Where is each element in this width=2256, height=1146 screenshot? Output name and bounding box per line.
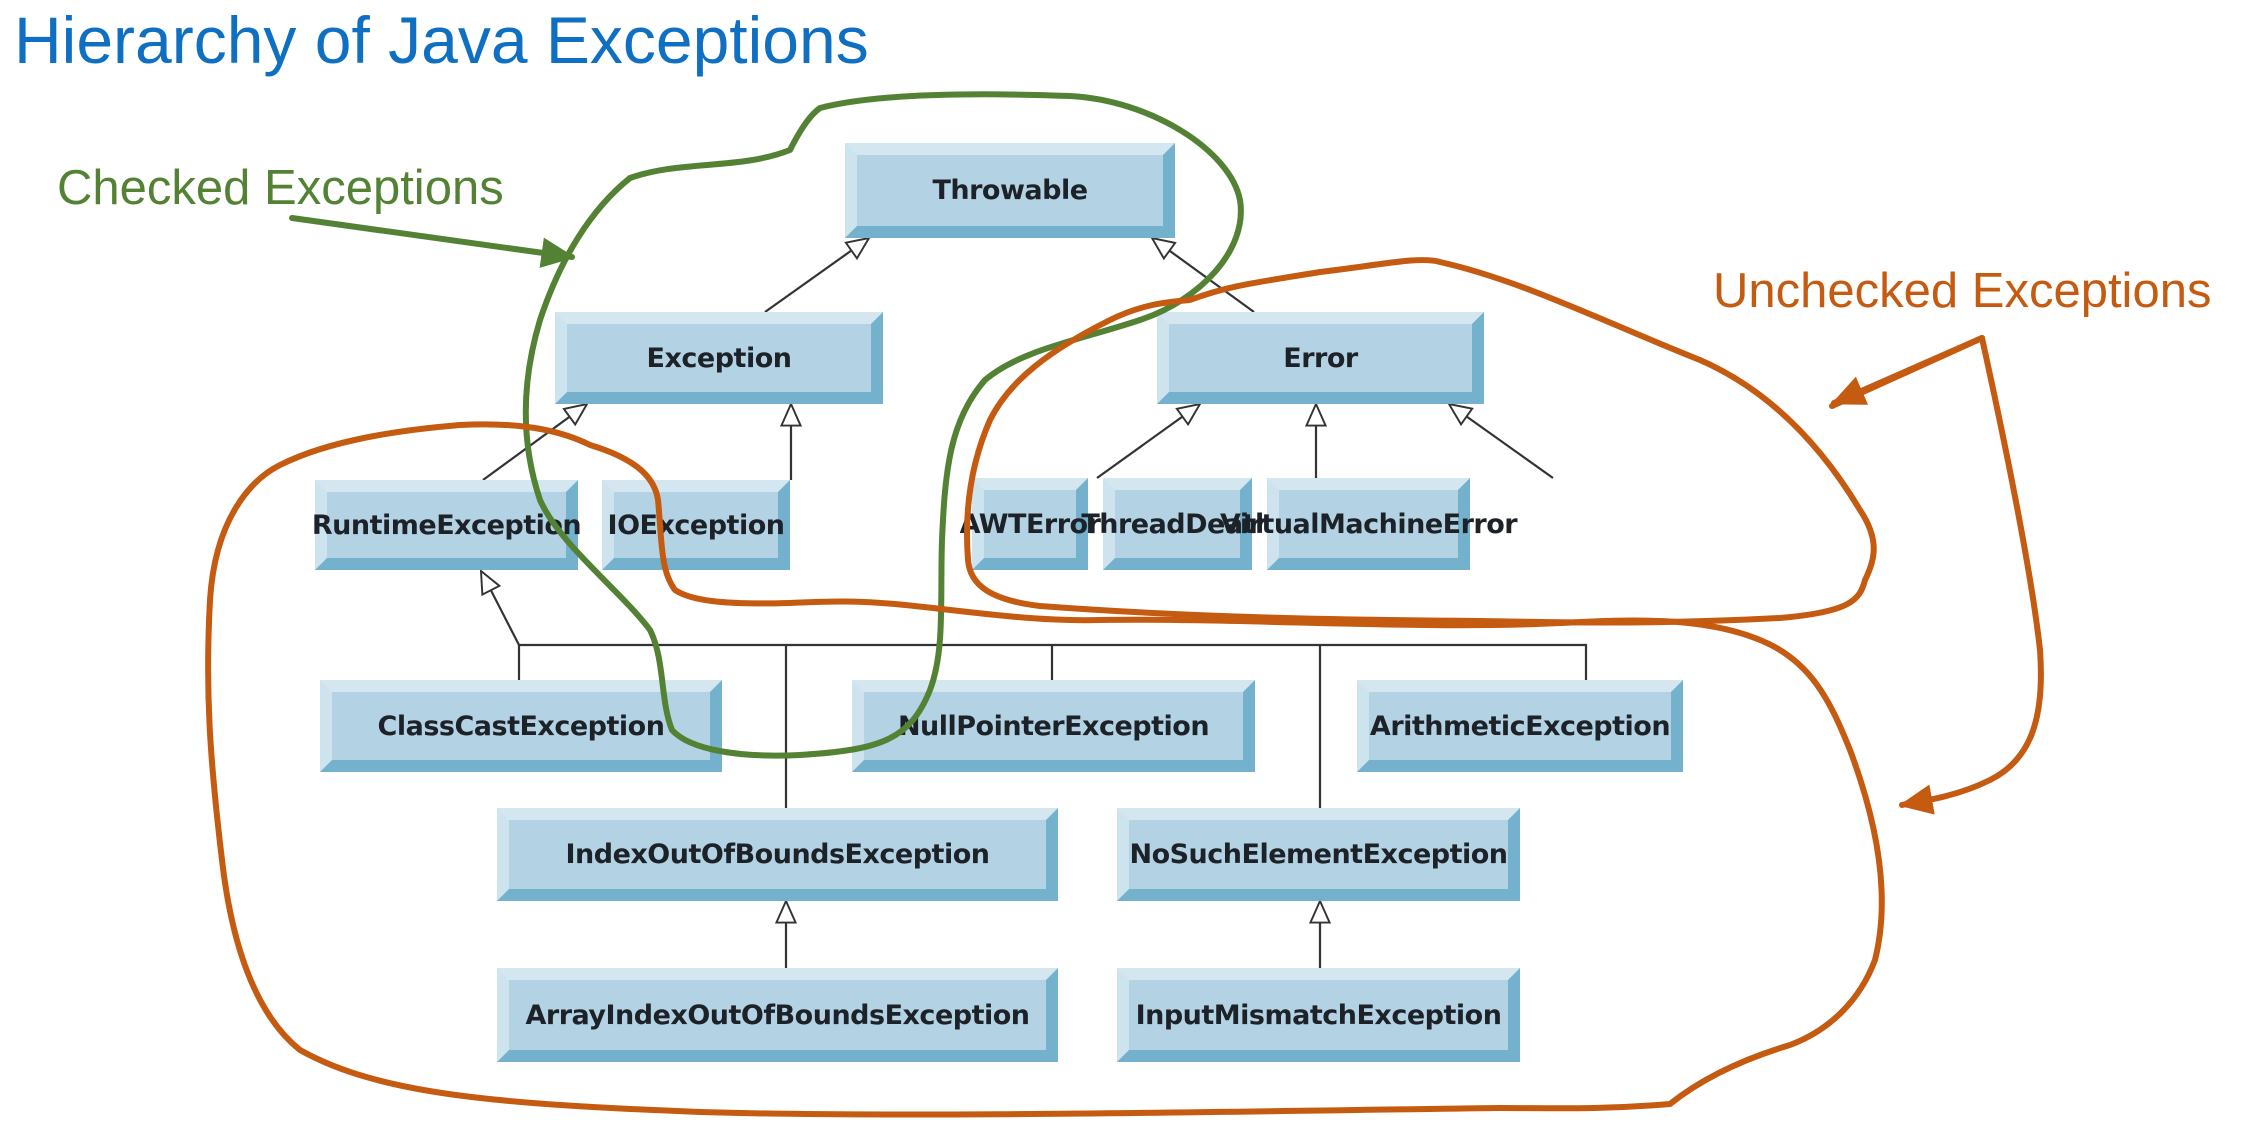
unchecked-error-arrow [1830,335,1985,406]
checked-exceptions-arrow [289,215,576,268]
node-ioexception: IOException [602,480,790,570]
node-inputmismatchexception: InputMismatchException [1117,968,1520,1062]
edge-exception-throwable [764,238,869,313]
node-indexoutofboundsexception: IndexOutOfBoundsException [497,808,1058,901]
page-title: Hierarchy of Java Exceptions [14,3,869,77]
node-awterror: AWTError [960,478,1101,570]
node-throwable: Throwable [845,143,1175,238]
edge-error-throwable [1152,238,1255,313]
node-arithmeticexception: ArithmeticException [1357,680,1683,772]
node-nullpointerexception: NullPointerException [852,680,1255,772]
node-virtualmachineerror: VirtualMachineError [1220,478,1518,570]
node-exception: Exception [555,312,883,404]
node-classcastexception: ClassCastException [320,680,722,772]
runtime-children-bus [519,643,1588,680]
unchecked-arrow-connector [1829,335,1985,409]
node-error: Error [1157,312,1484,404]
edge-runtime-exception [482,404,587,481]
unchecked-runtime-arrow [1898,335,2044,815]
node-arrayindexoutofboundsexception: ArrayIndexOutOfBoundsException [497,968,1058,1062]
edge-vme-error [1449,404,1554,479]
node-runtimeexception: RuntimeException [312,480,582,570]
unchecked-exceptions-label: Unchecked Exceptions [1713,264,2212,318]
edge-awt-error [1096,404,1200,479]
node-nosuchelementexception: NoSuchElementException [1117,808,1520,901]
checked-exceptions-label: Checked Exceptions [57,161,504,215]
edge-bus-runtime [481,571,520,646]
